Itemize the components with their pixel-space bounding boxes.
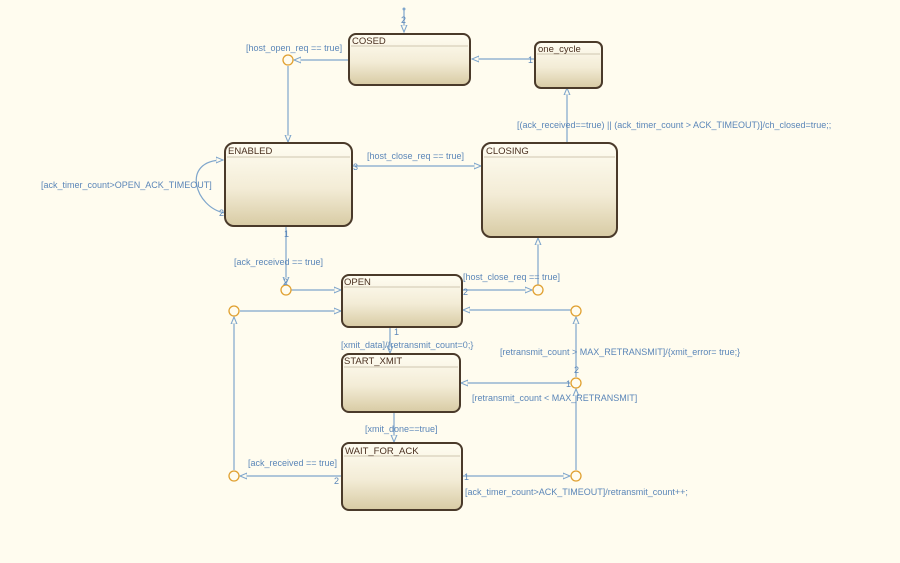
- state-label: CLOSING: [486, 146, 529, 157]
- junction[interactable]: [570, 377, 582, 389]
- guard-label[interactable]: [retransmit_count < MAX_RETRANSMIT]: [472, 393, 637, 403]
- guard-label[interactable]: [host_open_req == true]: [246, 43, 342, 53]
- order-label: 2: [463, 287, 468, 297]
- junction[interactable]: [228, 305, 240, 317]
- state-label: WAIT_FOR_ACK: [345, 446, 419, 457]
- state-label: COSED: [352, 36, 386, 47]
- transitions: [195, 7, 576, 477]
- state-enabled[interactable]: ENABLED: [224, 142, 353, 227]
- junctions: [228, 54, 582, 482]
- state-one-cycle[interactable]: one_cycle: [534, 41, 603, 89]
- guard-label[interactable]: [ack_received == true]: [248, 458, 337, 468]
- transition-labels: 2 [host_open_req == true] 1 [(ack_receiv…: [41, 15, 831, 497]
- guard-label[interactable]: [ack_received == true]: [234, 257, 323, 267]
- order-label: 2: [574, 365, 579, 375]
- order-label: 2: [219, 208, 224, 218]
- state-label: one_cycle: [538, 44, 581, 55]
- order-label: 2: [334, 476, 339, 486]
- default-transition-dot: [402, 7, 406, 11]
- order-label: 1: [464, 472, 469, 482]
- state-open[interactable]: OPEN: [341, 274, 463, 328]
- guard-label[interactable]: [retransmit_count > MAX_RETRANSMIT]/{xmi…: [500, 347, 740, 357]
- guard-label[interactable]: [host_close_req == true]: [367, 151, 464, 161]
- state-wait-for-ack[interactable]: WAIT_FOR_ACK: [341, 442, 463, 511]
- order-label: 1: [528, 55, 533, 65]
- guard-label[interactable]: [ack_timer_count>OPEN_ACK_TIMEOUT]: [41, 180, 212, 190]
- state-label: OPEN: [344, 277, 371, 288]
- transition-enabled-self-loop[interactable]: [195, 160, 226, 214]
- order-label: 2: [401, 15, 406, 25]
- junction[interactable]: [282, 54, 294, 66]
- order-label: 2: [283, 277, 288, 287]
- junction[interactable]: [280, 284, 292, 296]
- guard-label[interactable]: [xmit_done==true]: [365, 424, 438, 434]
- order-label: 1: [284, 229, 289, 239]
- guard-label[interactable]: [xmit_data]/{retransmit_count=0;}: [341, 340, 473, 350]
- state-label: ENABLED: [228, 146, 272, 157]
- order-label: 1: [394, 327, 399, 337]
- state-closing[interactable]: CLOSING: [481, 142, 618, 238]
- guard-label[interactable]: [ack_timer_count>ACK_TIMEOUT]/retransmit…: [465, 487, 688, 497]
- order-label: 1: [566, 379, 571, 389]
- junction[interactable]: [570, 470, 582, 482]
- guard-label[interactable]: [(ack_received==true) || (ack_timer_coun…: [517, 120, 831, 130]
- state-label: START_XMIT: [344, 356, 402, 367]
- junction[interactable]: [570, 305, 582, 317]
- junction[interactable]: [532, 284, 544, 296]
- order-label: 3: [353, 162, 358, 172]
- junction[interactable]: [228, 470, 240, 482]
- state-cosed[interactable]: COSED: [348, 33, 471, 86]
- guard-label[interactable]: [host_close_req == true]: [463, 272, 560, 282]
- state-start-xmit[interactable]: START_XMIT: [341, 353, 461, 413]
